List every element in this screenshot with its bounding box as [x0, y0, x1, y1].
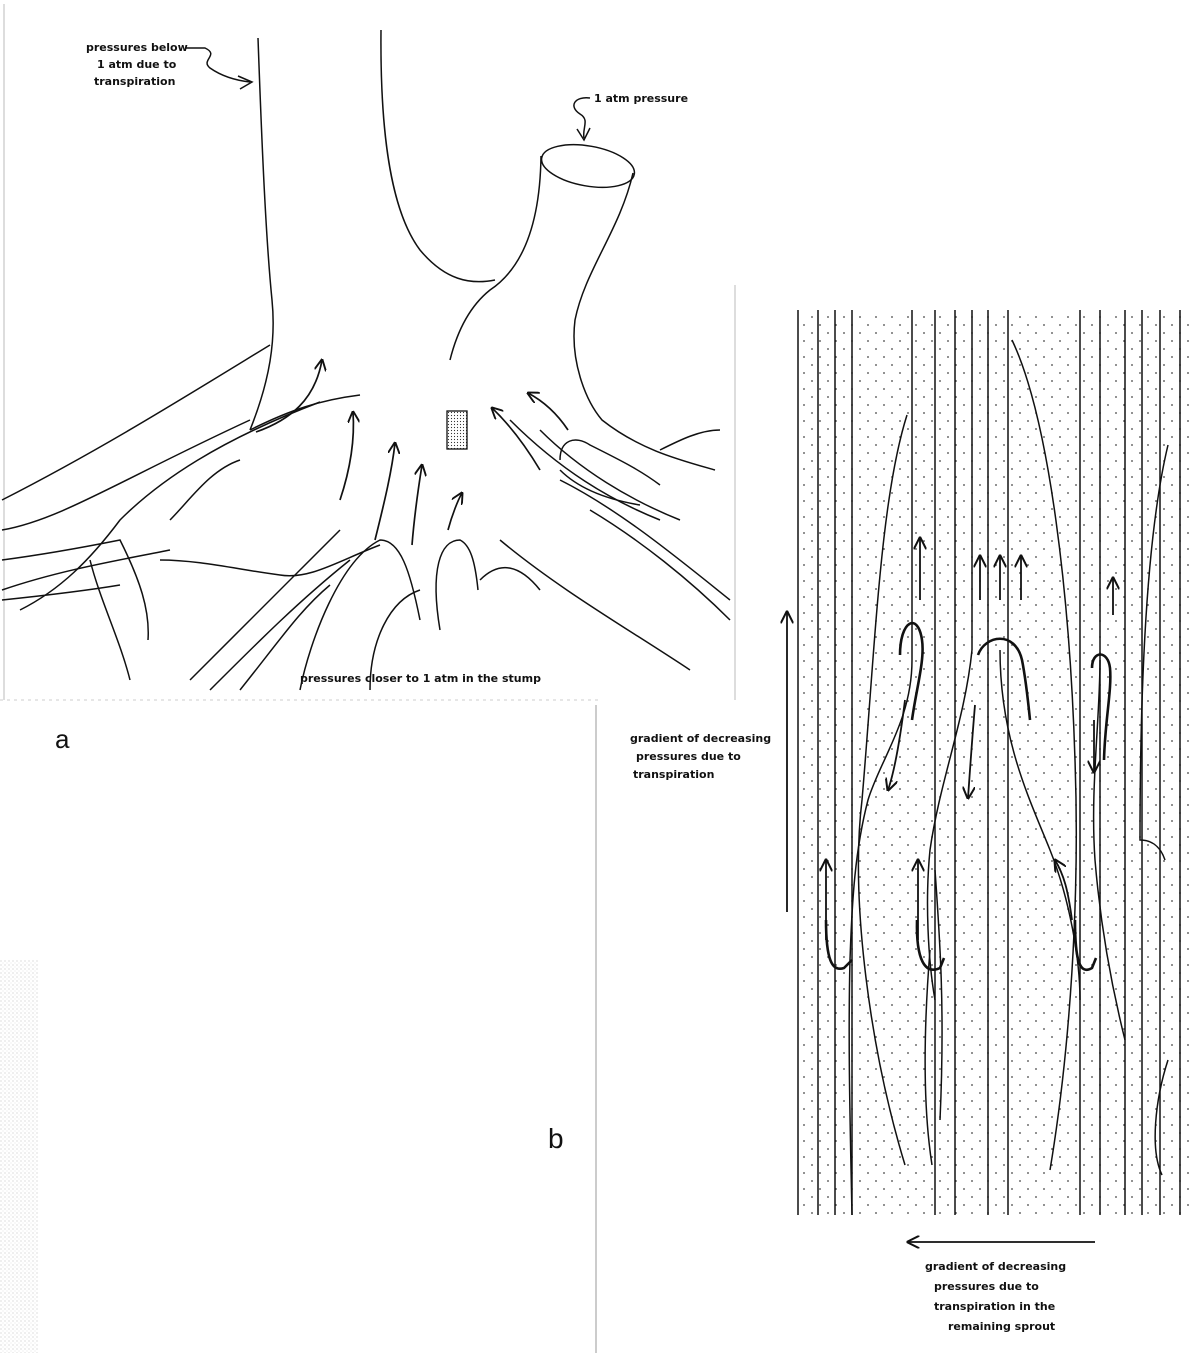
flow-arrow [256, 360, 322, 432]
sprout-right-edge [574, 173, 715, 470]
panel-letter-a: a [55, 724, 70, 754]
flow-arrow [340, 412, 353, 500]
root-line [210, 560, 350, 690]
root-line [540, 430, 680, 520]
sprout-left-edge [450, 156, 541, 360]
root-line [560, 470, 640, 505]
stippled-tissue [798, 310, 1190, 1215]
panel-letter-b: b [548, 1123, 564, 1154]
trunk-right-edge [381, 30, 495, 282]
flow-arrow [375, 443, 395, 540]
root-line [660, 430, 720, 450]
cut-sprout-end [538, 138, 638, 194]
flow-arrow [412, 465, 422, 545]
pointer-transpiration-head [238, 76, 252, 89]
label-cut-pressure: 1 atm pressure [594, 92, 688, 105]
root-line [170, 460, 240, 520]
root-line [20, 402, 320, 610]
flow-arrow [448, 493, 462, 530]
root-line [90, 560, 130, 680]
trunk-left-edge [250, 38, 273, 430]
flow-arrow [528, 393, 568, 430]
root-line [590, 510, 730, 620]
root-line [480, 568, 540, 590]
scan-edge-texture [0, 960, 38, 1353]
root-line [300, 540, 420, 690]
root-line [2, 345, 270, 500]
root-line [2, 540, 148, 640]
label-transpiration: pressures below 1 atm due to transpirati… [86, 41, 192, 88]
label-stump-pressure: pressures closer to 1 atm in the stump [300, 672, 541, 685]
panel-a [0, 4, 735, 700]
root-line [560, 480, 730, 600]
label-vertical-gradient: gradient of decreasing pressures due to … [630, 732, 775, 781]
sample-block [447, 411, 467, 449]
flow-arrow [492, 408, 540, 470]
label-horizontal-gradient: gradient of decreasing pressures due to … [925, 1260, 1070, 1333]
panel-b [0, 310, 1190, 1353]
root-line [436, 540, 478, 630]
